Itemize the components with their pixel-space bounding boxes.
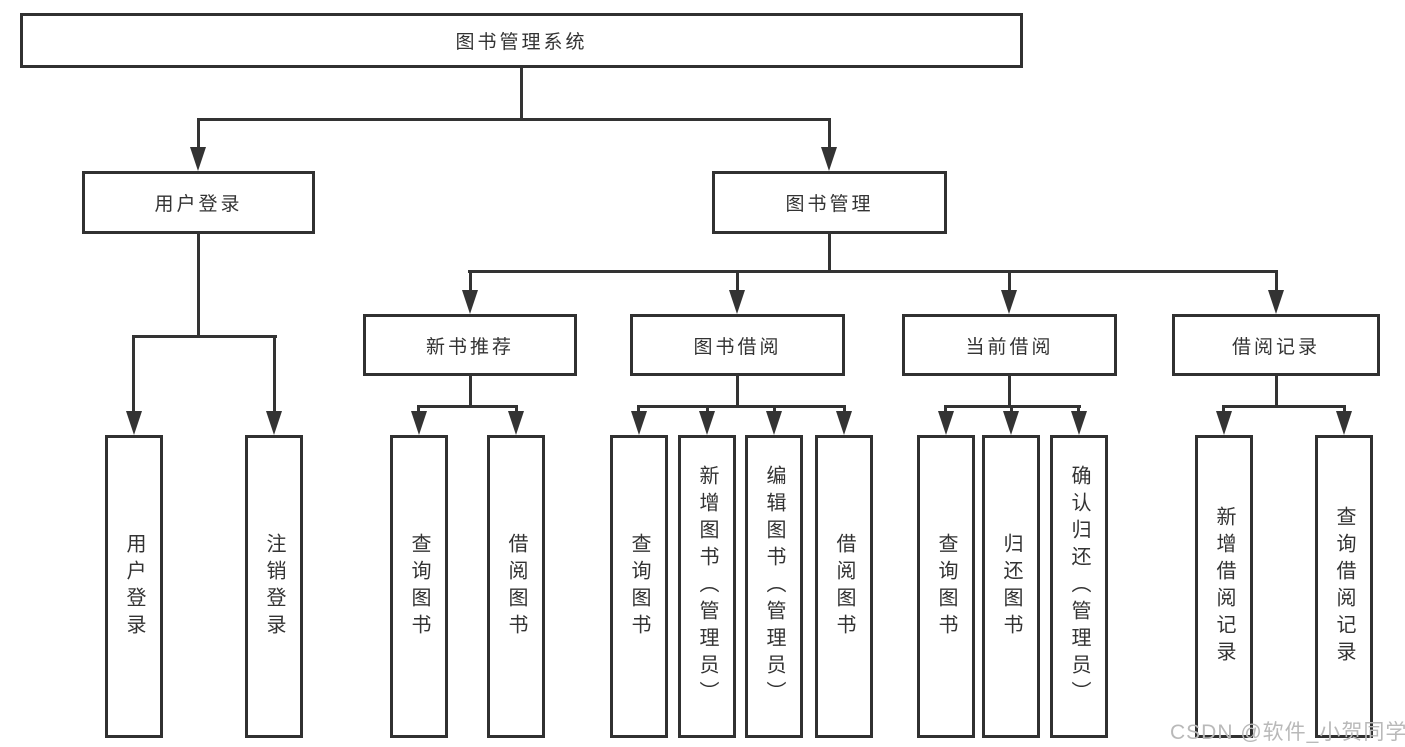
leaf-borrow-books-2: 借阅图书 bbox=[815, 435, 873, 738]
connector-root-stub bbox=[520, 68, 523, 121]
connector-l3-bar bbox=[468, 270, 1278, 273]
arrowhead-down bbox=[1336, 411, 1352, 435]
leaf-return-book: 归还图书 bbox=[982, 435, 1040, 738]
connector-current-stub bbox=[1008, 374, 1011, 408]
arrowhead-down bbox=[938, 411, 954, 435]
node-label: 新增图书（管理员） bbox=[696, 465, 718, 708]
arrowhead-down bbox=[1001, 290, 1017, 314]
node-root-library-system: 图书管理系统 bbox=[20, 13, 1023, 68]
connector-drop bbox=[469, 270, 472, 292]
leaf-logout: 注销登录 bbox=[245, 435, 303, 738]
node-label: 确认归还（管理员） bbox=[1068, 465, 1090, 708]
arrowhead-down bbox=[836, 411, 852, 435]
node-label: 新增借阅记录 bbox=[1213, 505, 1235, 668]
leaf-query-borrow-record: 查询借阅记录 bbox=[1315, 435, 1373, 738]
leaf-query-books-2: 查询图书 bbox=[610, 435, 668, 738]
arrowhead-down bbox=[766, 411, 782, 435]
arrowhead-down bbox=[411, 411, 427, 435]
connector-drop bbox=[736, 270, 739, 292]
connector-drop bbox=[944, 405, 947, 413]
node-borrowing-records: 借阅记录 bbox=[1172, 314, 1380, 376]
node-label: 用户登录 bbox=[154, 194, 243, 215]
node-label: 图书管理系统 bbox=[455, 32, 588, 53]
connector-bookmgmt-stub bbox=[828, 232, 831, 273]
connector-drop bbox=[637, 405, 640, 413]
node-label: 查询图书 bbox=[935, 532, 957, 641]
node-label: 归还图书 bbox=[1000, 532, 1022, 641]
arrowhead-down bbox=[462, 290, 478, 314]
arrowhead-down bbox=[1216, 411, 1232, 435]
node-label: 新书推荐 bbox=[425, 336, 514, 358]
arrowhead-down bbox=[126, 411, 142, 435]
node-current-borrowing: 当前借阅 bbox=[902, 314, 1117, 376]
arrowhead-down bbox=[1003, 411, 1019, 435]
connector-drop bbox=[417, 405, 420, 413]
connector-drop bbox=[1275, 270, 1278, 292]
connector-newbook-stub bbox=[469, 374, 472, 408]
node-new-book-recommend: 新书推荐 bbox=[363, 314, 577, 376]
leaf-borrow-books-1: 借阅图书 bbox=[487, 435, 545, 738]
connector-drop bbox=[706, 405, 709, 413]
connector-groupA-bar bbox=[133, 335, 277, 338]
connector-bookborrow-stub bbox=[736, 374, 739, 408]
connector-drop bbox=[843, 405, 846, 413]
connector-records-stub bbox=[1275, 374, 1278, 408]
node-book-borrowing: 图书借阅 bbox=[630, 314, 845, 376]
node-label: 借阅图书 bbox=[833, 532, 855, 641]
connector-drop bbox=[132, 335, 135, 413]
arrowhead-down bbox=[1268, 290, 1284, 314]
connector-groupC-bar bbox=[637, 405, 846, 408]
connector-drop bbox=[515, 405, 518, 413]
csdn-watermark: CSDN @软件_小贺同学 bbox=[1170, 721, 1405, 744]
leaf-confirm-return-admin: 确认归还（管理员） bbox=[1050, 435, 1108, 738]
arrowhead-down bbox=[266, 411, 282, 435]
arrowhead-down bbox=[821, 147, 837, 171]
node-label: 借阅记录 bbox=[1231, 336, 1320, 358]
arrowhead-down bbox=[631, 411, 647, 435]
connector-groupB-bar bbox=[417, 405, 518, 408]
connector-userlogin-stub bbox=[197, 232, 200, 338]
node-label: 查询图书 bbox=[628, 532, 650, 641]
node-label: 图书借阅 bbox=[693, 336, 782, 358]
connector-drop bbox=[197, 118, 200, 149]
node-book-management: 图书管理 bbox=[712, 171, 947, 234]
leaf-add-book-admin: 新增图书（管理员） bbox=[678, 435, 736, 738]
node-label: 借阅图书 bbox=[505, 532, 527, 641]
leaf-query-books-1: 查询图书 bbox=[390, 435, 448, 738]
connector-drop bbox=[773, 405, 776, 413]
leaf-user-login: 用户登录 bbox=[105, 435, 163, 738]
arrowhead-down bbox=[190, 147, 206, 171]
node-label: 图书管理 bbox=[785, 194, 874, 215]
connector-drop bbox=[1008, 270, 1011, 292]
connector-drop bbox=[273, 335, 276, 413]
arrowhead-down bbox=[699, 411, 715, 435]
node-label: 当前借阅 bbox=[965, 336, 1054, 358]
node-label: 编辑图书（管理员） bbox=[763, 465, 785, 708]
node-label: 用户登录 bbox=[123, 532, 145, 641]
leaf-query-books-3: 查询图书 bbox=[917, 435, 975, 738]
arrowhead-down bbox=[1071, 411, 1087, 435]
leaf-add-borrow-record: 新增借阅记录 bbox=[1195, 435, 1253, 738]
node-label: 查询图书 bbox=[408, 532, 430, 641]
arrowhead-down bbox=[508, 411, 524, 435]
connector-drop bbox=[1010, 405, 1013, 413]
arrowhead-down bbox=[729, 290, 745, 314]
node-label: 注销登录 bbox=[263, 532, 285, 641]
connector-l1-bar bbox=[197, 118, 831, 121]
node-label: 查询借阅记录 bbox=[1333, 505, 1355, 668]
node-user-login: 用户登录 bbox=[82, 171, 315, 234]
leaf-edit-book-admin: 编辑图书（管理员） bbox=[745, 435, 803, 738]
connector-drop bbox=[1343, 405, 1346, 413]
connector-drop bbox=[1222, 405, 1225, 413]
connector-groupE-bar bbox=[1222, 405, 1346, 408]
connector-drop bbox=[828, 118, 831, 149]
connector-drop bbox=[1077, 405, 1080, 413]
